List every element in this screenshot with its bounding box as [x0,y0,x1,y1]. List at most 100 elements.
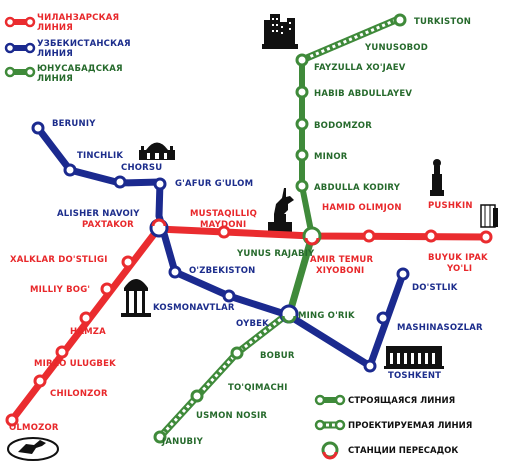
station-minor [295,148,309,162]
label-bobur: BOBUR [260,351,295,361]
station-xalklar-dostligi [121,255,135,269]
label-bodomzor: BODOMZOR [314,121,372,131]
station-hamza [79,311,93,325]
amir-temur-monument-icon [268,188,294,232]
theater-icon [384,346,444,369]
station-janubiy [153,430,167,444]
transfer-paxtakor-navoiy-icon [149,218,169,238]
label-kosmonavtlar: KOSMONAVTLAR [153,303,235,313]
station-fayzulla [295,53,309,67]
legend-red-line1: ЧИЛАНЗАРСКАЯ [37,13,119,23]
label-mustaqilliq-1: MUSTAQILLIQ [190,209,257,219]
legend-lines: ЧИЛАНЗАРСКАЯ ЛИНИЯ УЗБЕКИСТАНСКАЯ ЛИНИЯ … [4,13,131,84]
stations-blue [31,121,410,373]
label-toqimachi: TO'QIMACHI [228,383,288,393]
label-xalklar-dostligi: XALKLAR DO'STLIGI [10,255,108,265]
legend-status: СТРОЯЩАЯСЯ ЛИНИЯ ПРОЕКТИРУЕМАЯ ЛИНИЯ СТА… [314,394,472,460]
transfer-oybek-ming-orik-icon [279,304,299,324]
station-beruniy [31,121,45,135]
label-ming-orik: MING O'RIK [298,311,355,321]
station-toshkent [363,359,377,373]
station-chorsu [113,175,127,189]
label-ozbekiston: O'ZBEKISTON [189,266,256,276]
station-dostlik [396,267,410,281]
label-habib: HABIB ABDULLAYEV [314,89,412,99]
station-toqimachi [190,389,204,403]
station-tinchlik [63,163,77,177]
legend-blue-line1: УЗБЕКИСТАНСКАЯ [37,39,131,49]
station-pushkin [424,229,438,243]
station-buyuk-ipak [479,230,493,244]
label-paxtakor: PAXTAKOR [82,220,134,230]
station-bobur [230,346,244,360]
labels-red: OLMOZOR CHILONZOR MIRZO ULUGBEK HAMZA MI… [9,201,488,433]
navoi-statue-icon [430,159,444,196]
label-amir-temur-1: AMIR TEMUR [310,255,373,265]
label-buyuk-ipak-1: BUYUK IPAK [428,253,488,263]
label-oybek: OYBEK [236,319,269,329]
label-hamza: HAMZA [70,327,106,337]
station-hamid-olimjon [362,229,376,243]
station-turkiston [393,13,407,27]
label-yunus-rajabiy: YUNUS RAJABIY [236,249,315,259]
label-yunusobod: YUNUSOBOD [364,43,428,53]
building-right-icon [480,204,498,228]
station-abdulla-kodiry [295,179,309,193]
label-mirzo-ulugbek: MIRZO ULUGBEK [34,359,116,369]
skyscrapers-icon [262,14,298,49]
labels-blue: BERUNIY TINCHLIK CHORSU G'AFUR G'ULOM AL… [52,119,483,381]
label-turkiston: TURKISTON [414,17,471,27]
legend-transfer-icon [321,441,339,460]
stations-green [153,13,407,444]
station-mustaqilliq [217,225,231,239]
label-buyuk-ipak-2: YO'LI [446,264,472,274]
label-amir-temur-2: XIYOBONI [316,266,364,276]
labels-green: TURKISTON YUNUSOBOD FAYZULLA XO'JAEV HAB… [161,17,471,447]
station-bodomzor [295,117,309,131]
label-gafur-gulom: G'AFUR G'ULOM [175,179,253,189]
label-milliy-bog: MILLIY BOG' [30,285,90,295]
label-alisher-navoiy: ALISHER NAVOIY [57,209,140,219]
label-abdulla-kodiry: ABDULLA KODIRY [314,183,401,193]
label-tinchlik: TINCHLIK [77,151,123,161]
label-dostlik: DO'STLIK [412,283,458,293]
chorsu-dome-icon [139,142,175,160]
blue-line [35,125,407,370]
legend-red-line2: ЛИНИЯ [37,23,73,33]
station-ozbekiston [168,265,182,279]
label-janubiy: JANUBIY [161,437,204,447]
station-gafur-gulom [153,177,167,191]
legend-green-line1: ЮНУСАБАДСКАЯ [37,64,123,74]
label-mashinasozlar: MASHINASOZLAR [397,323,483,333]
red-line [9,225,490,423]
label-chorsu: CHORSU [121,163,162,173]
legend-green-line2: ЛИНИЯ [37,74,73,84]
transfer-amir-temur-icon [302,226,322,246]
station-mashinasozlar [376,311,390,325]
pavilion-icon [121,279,151,317]
legend-construction-text: СТРОЯЩАЯСЯ ЛИНИЯ [348,396,455,406]
label-toshkent: TOSHKENT [388,371,441,381]
label-minor: MINOR [314,152,348,162]
station-habib [295,85,309,99]
station-milliy-bog [100,282,114,296]
station-mirzo-ulugbek [55,345,69,359]
label-beruniy: BERUNIY [52,119,96,129]
station-olmozor [5,413,19,427]
label-chilonzor: CHILONZOR [50,389,108,399]
label-usmon-nosir: USMON NOSIR [196,411,267,421]
legend-transfer-text: СТАНЦИИ ПЕРЕСАДОК [348,446,458,456]
label-hamid-olimjon: HAMID OLIMJON [322,203,402,213]
label-fayzulla: FAYZULLA XO'JAEV [314,63,406,73]
stations-red [5,225,493,427]
label-pushkin: PUSHKIN [428,201,473,211]
horse-logo-icon [7,437,59,461]
legend-blue-line2: ЛИНИЯ [37,49,73,59]
legend-planned-text: ПРОЕКТИРУЕМАЯ ЛИНИЯ [348,421,472,431]
label-olmozor: OLMOZOR [9,423,59,433]
station-chilonzor [33,374,47,388]
station-kosmonavtlar [222,289,236,303]
transfer-stations [149,218,322,324]
label-mustaqilliq-2: MAYDONI [200,220,246,230]
